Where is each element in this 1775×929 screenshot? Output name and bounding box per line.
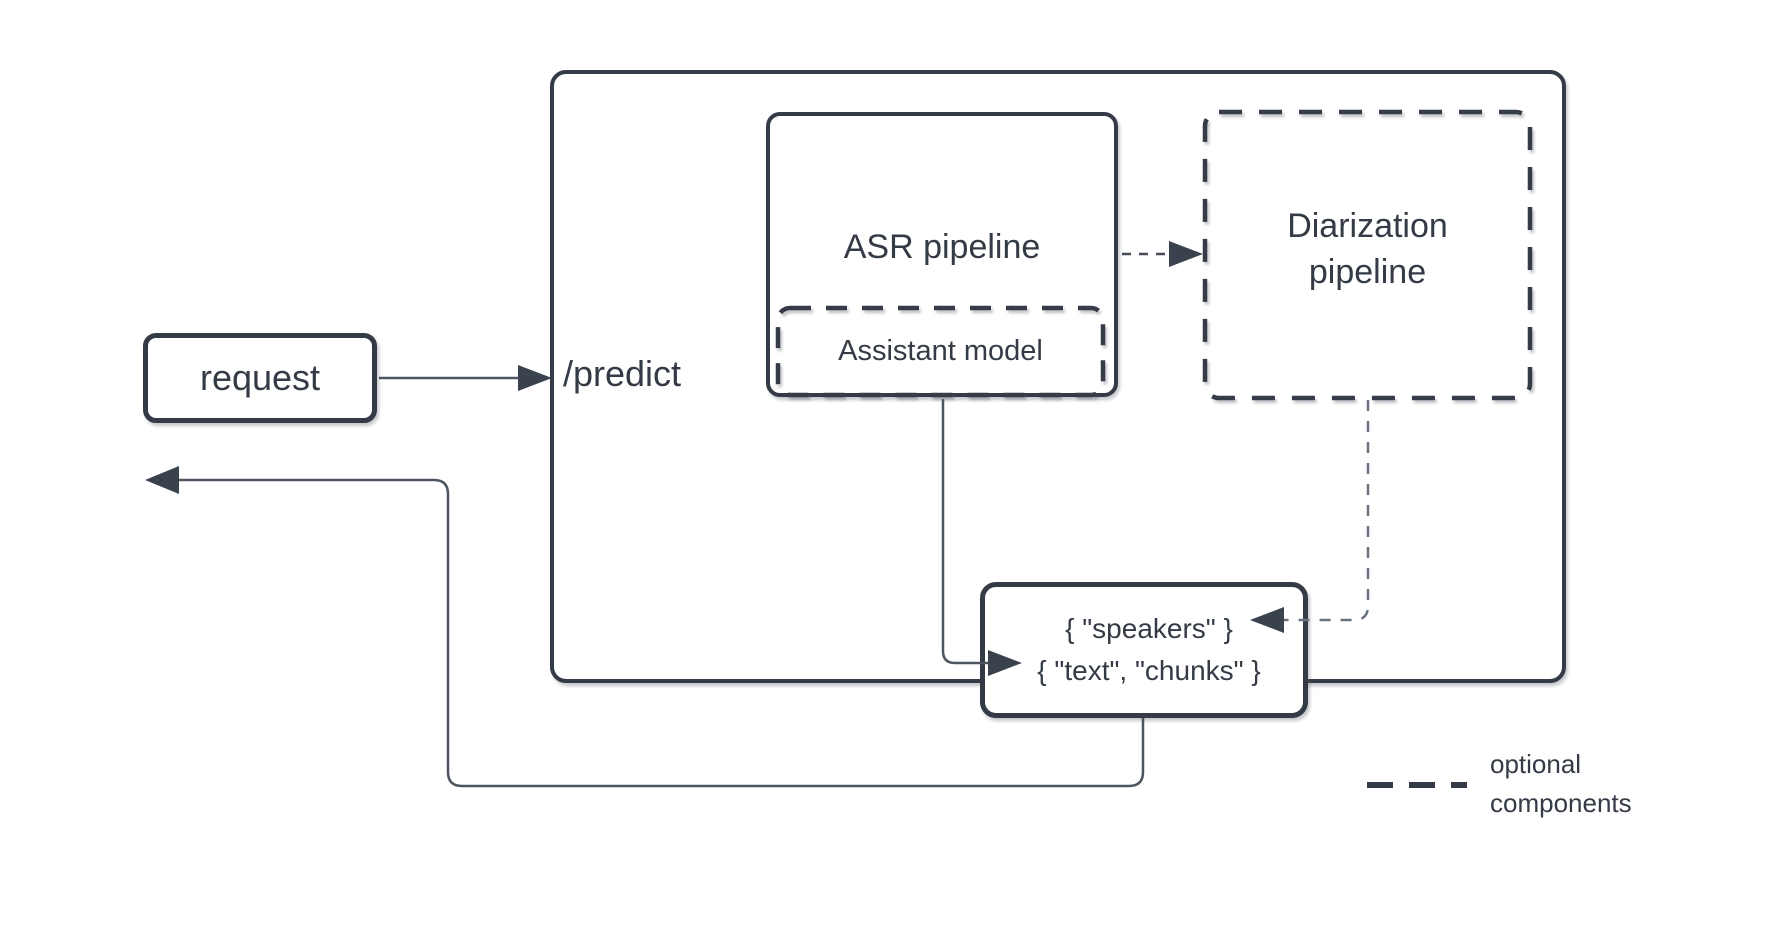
- request-node: request: [143, 333, 377, 423]
- diarization-pipeline-label: Diarization pipeline: [1205, 203, 1530, 295]
- diarization-label-line1: Diarization: [1287, 207, 1448, 245]
- output-text-chunks-line: { "text", "chunks" }: [1037, 655, 1261, 686]
- output-to-response-arrowhead: [145, 466, 179, 494]
- asr-pipeline-label: ASR pipeline: [843, 228, 1041, 266]
- request-label: request: [199, 357, 321, 398]
- predict-endpoint-label: /predict: [563, 353, 682, 394]
- request-to-predict-arrowhead: [518, 365, 552, 391]
- assistant-model-label: Assistant model: [838, 335, 1043, 367]
- legend-label: optional components: [1490, 745, 1632, 823]
- diarization-label-line2: pipeline: [1308, 253, 1427, 291]
- output-speakers-line: { "speakers" }: [1065, 613, 1233, 644]
- legend-label-line2: components: [1490, 788, 1632, 818]
- legend-label-line1: optional: [1490, 749, 1582, 779]
- output-payload-box: { "speakers" } { "text", "chunks" }: [980, 582, 1308, 718]
